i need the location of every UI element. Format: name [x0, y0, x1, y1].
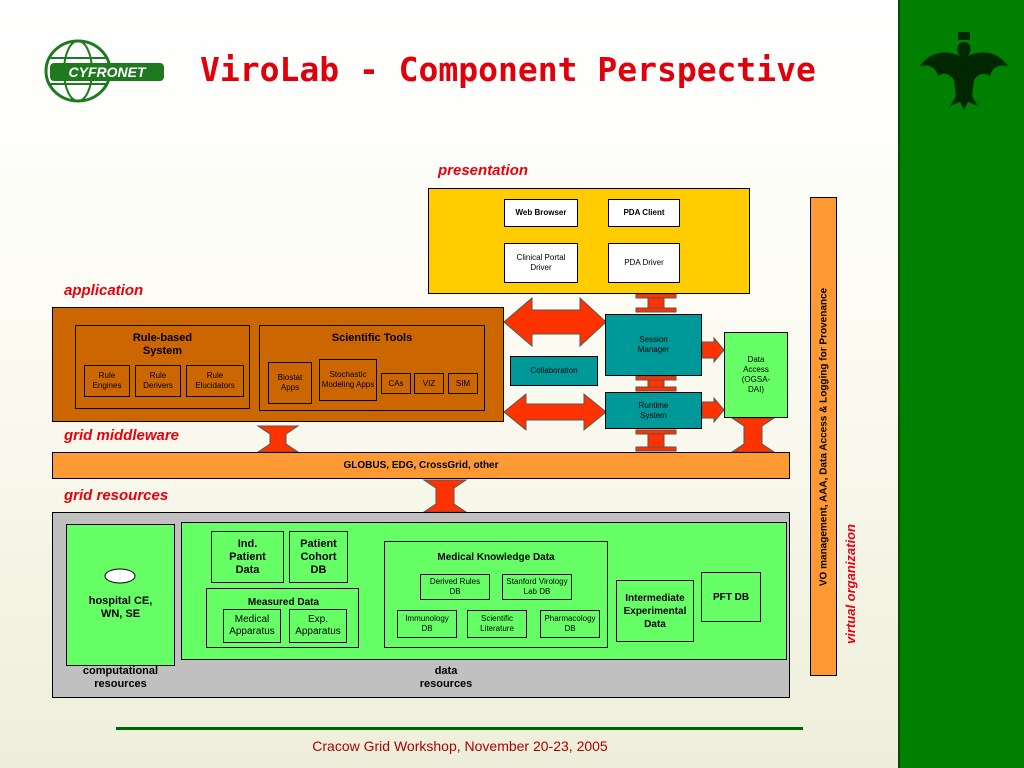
biostat-apps: Biostat Apps [268, 362, 312, 404]
label-grid-middleware: grid middleware [64, 427, 180, 444]
label-presentation: presentation [438, 162, 529, 179]
label-grid-resources: grid resources [64, 487, 169, 504]
patient-cohort-db: Patient Cohort DB [289, 531, 348, 583]
eagle-emblem-icon [920, 32, 1008, 110]
immunology-db: Immunology DB [397, 610, 457, 638]
arrow-presentation-session [635, 293, 677, 313]
medical-apparatus: Medical Apparatus [223, 609, 281, 643]
arrow-dataaccess-globus [730, 417, 776, 453]
medical-knowledge-data: Medical Knowledge Data Derived Rules DB … [384, 541, 608, 648]
arrow-session-runtime [635, 375, 677, 392]
rule-derivers: Rule Derivers [135, 365, 181, 397]
measured-data: Measured Data Medical Apparatus Exp. App… [206, 588, 359, 648]
vo-management-label: VO management, AAA, Data Access & Loggin… [818, 287, 830, 587]
arrow-runtime-globus [635, 429, 677, 452]
scientific-tools: Scientific Tools Biostat Apps Stochastic… [259, 325, 485, 411]
slide-title: ViroLab - Component Perspective [200, 50, 816, 89]
clinical-portal-driver: Clinical Portal Driver [504, 243, 578, 283]
session-manager: Session Manager [605, 314, 702, 376]
arrow-runtime-dataaccess [701, 396, 725, 424]
pda-driver-label: PDA Driver [624, 258, 664, 267]
derived-rules-db: Derived Rules DB [420, 574, 490, 600]
web-browser-label: Web Browser [515, 208, 567, 217]
data-resources-label: data resources [419, 665, 473, 690]
arrow-session-dataaccess [701, 336, 725, 364]
right-sidebar [898, 0, 1024, 768]
label-virtual-organization: virtual organization [843, 524, 858, 644]
ind-patient-data: Ind. Patient Data [211, 531, 284, 583]
stochastic-modeling-apps: Stochastic Modeling Apps [319, 359, 377, 401]
pft-db: PFT DB [701, 572, 761, 622]
cas: CAs [381, 373, 411, 394]
arrow-app-runtime [503, 392, 607, 432]
sim: SIM [448, 373, 478, 394]
clinical-portal-driver-label: Clinical Portal Driver [516, 253, 566, 272]
arrow-app-globus [256, 425, 300, 453]
data-resources-panel: Ind. Patient Data Patient Cohort DB Meas… [181, 522, 787, 660]
exp-apparatus: Exp. Apparatus [289, 609, 347, 643]
pda-client: PDA Client [608, 199, 680, 227]
grid-resources-layer: hospital CE, WN, SE computational resour… [52, 512, 790, 698]
viz: VIZ [414, 373, 444, 394]
measured-data-label: Measured Data [247, 597, 320, 608]
collaboration: Collaboration [510, 356, 598, 386]
footer-text: Cracow Grid Workshop, November 20-23, 20… [312, 738, 608, 754]
scientific-literature: Scientific Literature [467, 610, 527, 638]
pda-client-label: PDA Client [623, 208, 665, 217]
storage-ellipse-icon [104, 568, 136, 584]
arrow-globus-resources [422, 479, 468, 513]
globe-icon [44, 39, 164, 103]
stanford-virology-lab-db: Stanford Virology Lab DB [502, 574, 572, 600]
arrow-app-session [503, 296, 607, 348]
application-layer: Rule-based System Rule Engines Rule Deri… [52, 307, 504, 422]
vo-management-bar: VO management, AAA, Data Access & Loggin… [810, 197, 837, 676]
data-access: Data Access (OGSA-DAI) [724, 332, 788, 418]
pharmacology-db: Pharmacology DB [540, 610, 600, 638]
logo-text: CYFRONET [68, 64, 146, 80]
presentation-layer: Web Browser PDA Client Clinical Portal D… [428, 188, 750, 294]
footer-divider [116, 727, 803, 730]
rule-engines: Rule Engines [84, 365, 130, 397]
computational-resources-label: computational resources [82, 665, 159, 690]
intermediate-experimental-data: Intermediate Experimental Data [616, 580, 694, 642]
hospital: hospital CE, WN, SE [66, 524, 175, 666]
pda-driver: PDA Driver [608, 243, 680, 283]
runtime-system: Runtime System [605, 392, 702, 429]
scientific-tools-label: Scientific Tools [331, 332, 413, 344]
rule-elucidators: Rule Elucidators [186, 365, 244, 397]
medical-knowledge-data-label: Medical Knowledge Data [437, 552, 555, 563]
hospital-label: hospital CE, WN, SE [88, 595, 153, 620]
cyfronet-logo: CYFRONET [36, 38, 166, 104]
middleware-bar: GLOBUS, EDG, CrossGrid, other [52, 452, 790, 479]
web-browser: Web Browser [504, 199, 578, 227]
rule-based-system: Rule-based System Rule Engines Rule Deri… [75, 325, 250, 409]
label-application: application [64, 282, 144, 299]
rule-based-system-label: Rule-based System [132, 332, 193, 357]
